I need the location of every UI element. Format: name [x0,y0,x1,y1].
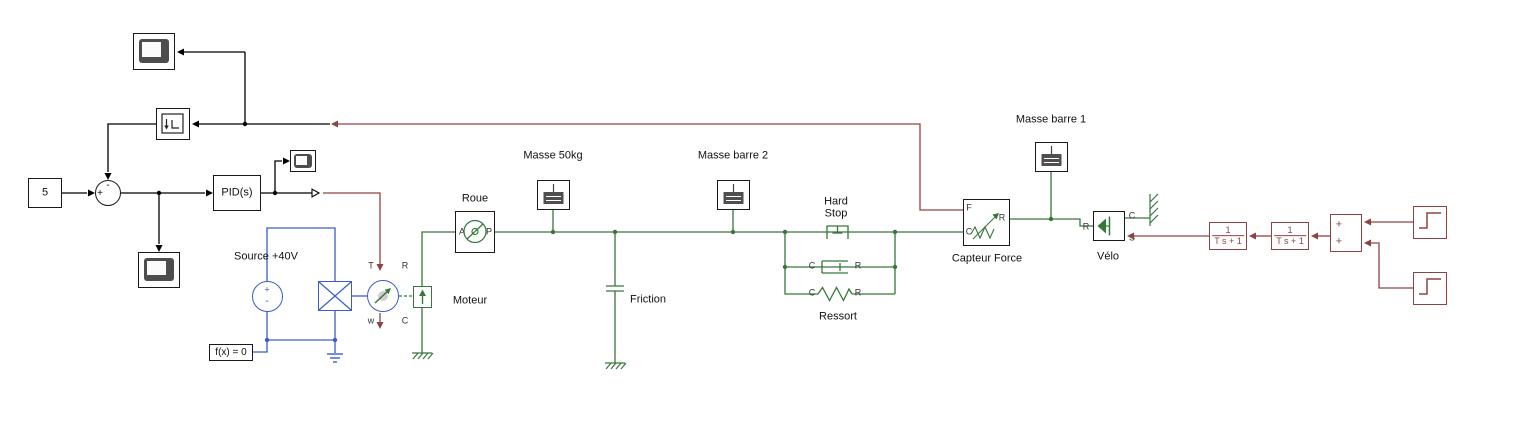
source-minus-sign: - [265,296,269,307]
winding-block[interactable] [318,281,352,311]
velo-block[interactable] [1093,211,1125,241]
solver-configuration-block[interactable] [209,344,253,361]
roue-label: Roue [461,192,489,205]
masse50-block[interactable] [537,180,570,210]
roue-port-p-label: P [485,226,493,237]
spring-port-c-label: C [808,287,816,298]
step1-block[interactable] [1413,206,1447,239]
motor-block[interactable] [367,280,399,312]
hard-stop-label-2: Stop [824,207,848,220]
scope-bottom-block[interactable] [138,252,180,288]
signal-arrowheads [88,48,290,252]
add-block[interactable] [1330,214,1362,252]
tf2-denominator: T s + 1 [1274,235,1306,247]
velo-port-c-label: C [1128,210,1136,221]
capteur-label: Capteur Force [951,252,1023,265]
tf2-numerator: 1 [1287,225,1293,236]
capteur-port-f-label: F [966,202,972,213]
solver-label: f(x) = 0 [215,347,247,358]
velo-port-r-label: R [1082,221,1090,232]
velo-port-s-label: S [1128,232,1136,243]
mech-ground-friction-icon [605,362,627,370]
damper-icon [821,260,848,274]
moteur-label: Moteur [452,294,488,307]
source-label: Source +40V [234,250,298,263]
masse-barre2-block[interactable] [717,180,750,210]
mini-scope-block[interactable] [290,150,316,172]
velo-label: Vélo [1096,250,1120,263]
tf1-denominator: T s + 1 [1212,235,1244,247]
scope-screen [142,42,161,57]
capteur-port-c-label: C [965,226,973,237]
tf1-numerator: 1 [1225,225,1231,236]
electrical-ground-icon [327,353,343,363]
mech-ground-shaft-icon [412,352,434,360]
mechanical-wires[interactable] [399,172,1150,363]
ressort-label: Ressort [819,310,857,323]
add-plus-sign-1: + [1335,218,1343,231]
step-icon-block[interactable] [156,108,190,140]
motor-port-w-label: w [367,315,375,326]
scope-screen [296,156,307,165]
masse-barre1-block[interactable] [1035,142,1068,172]
pid-block[interactable] [213,175,261,211]
sum-block[interactable] [95,180,121,206]
motor-port-t-label: T [368,260,374,271]
spring-icon [817,286,853,302]
add-plus-sign-2: + [1335,235,1343,248]
masse-barre2-label: Masse barre 2 [697,149,769,162]
scope-screen [147,261,166,275]
capteur-port-r-label: R [998,212,1006,223]
constant-value: 5 [41,186,49,199]
roue-port-a-label: A [458,226,466,237]
ps-converter-arrow [311,188,321,198]
motor-port-r-label: R [401,260,409,271]
transfer-fcn2-expression: 1 T s + 1 [1274,225,1306,247]
scope-top-block[interactable] [133,33,175,70]
sum-minus-sign: - [106,180,110,191]
masse-barre1-label: Masse barre 1 [1015,113,1087,126]
friction-label: Friction [629,293,667,306]
damper-port-r-label: R [854,260,862,271]
transfer-fcn1-expression: 1 T s + 1 [1212,225,1244,247]
damper-port-c-label: C [808,260,816,271]
hard-stop-icon [826,225,849,239]
sum-plus-sign: + [97,188,103,199]
motor-port-c-label: C [401,315,409,326]
signal-wires[interactable] [62,51,330,244]
spring-port-r-label: R [854,287,862,298]
source-plus-sign: + [264,284,270,295]
pid-label: PID(s) [221,186,253,199]
hard-stop-label-1: Hard [824,195,848,208]
masse50-label: Masse 50kg [523,149,583,162]
wall-reference-icon [1149,193,1159,226]
friction-icon [606,285,624,292]
constant-block[interactable] [28,178,62,208]
voltage-source-block[interactable] [252,281,283,312]
step2-block[interactable] [1413,272,1447,305]
shaft-port-block[interactable] [413,286,432,308]
